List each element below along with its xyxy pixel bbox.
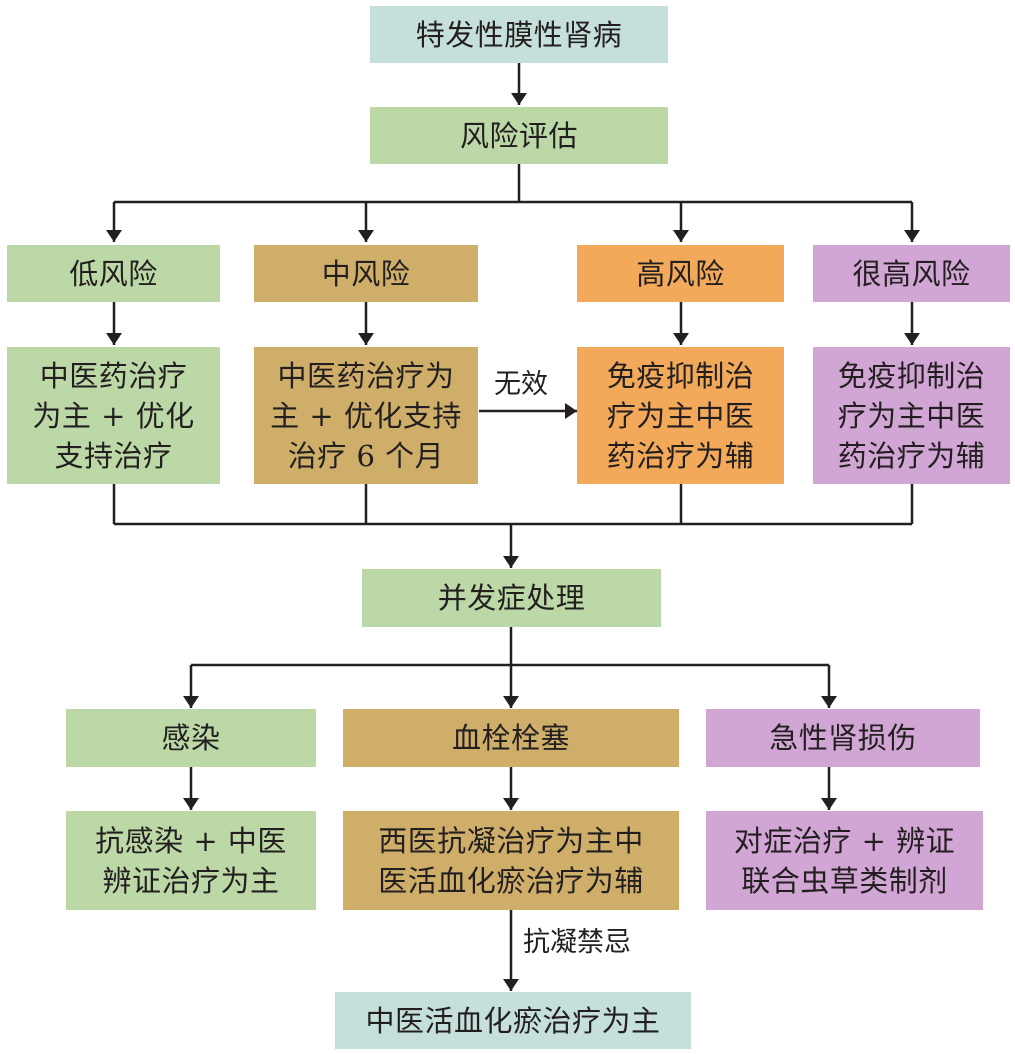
node-high-treatment: 免疫抑制治 疗为主中医 药治疗为辅	[577, 347, 784, 484]
node-aki-treatment: 对症治疗 + 辨证 联合虫草类制剂	[706, 811, 983, 910]
node-complication-management: 并发症处理	[362, 569, 661, 627]
node-very-high-risk: 很高风险	[813, 245, 1010, 302]
edge-label-ineffective: 无效	[494, 369, 548, 400]
node-infection: 感染	[66, 709, 316, 767]
node-infection-treatment: 抗感染 + 中医 辨证治疗为主	[66, 811, 316, 910]
node-thrombosis: 血栓栓塞	[343, 709, 679, 767]
node-risk-assessment: 风险评估	[370, 107, 668, 164]
node-very-high-treatment: 免疫抑制治 疗为主中医 药治疗为辅	[813, 347, 1010, 484]
node-acute-kidney-injury: 急性肾损伤	[706, 709, 980, 767]
node-low-treatment: 中医药治疗 为主 + 优化 支持治疗	[7, 347, 220, 484]
node-anticoag-contraindicated-treatment: 中医活血化瘀治疗为主	[335, 992, 691, 1049]
node-root: 特发性膜性肾病	[370, 6, 668, 63]
edge-label-anticoag-contraindicated: 抗凝禁忌	[523, 927, 631, 958]
node-medium-treatment: 中医药治疗为 主 + 优化支持 治疗 6 个月	[254, 347, 478, 484]
node-high-risk: 高风险	[577, 245, 784, 302]
node-low-risk: 低风险	[7, 245, 220, 302]
node-thrombosis-treatment: 西医抗凝治疗为主中 医活血化瘀治疗为辅	[343, 811, 679, 910]
node-medium-risk: 中风险	[254, 245, 478, 302]
